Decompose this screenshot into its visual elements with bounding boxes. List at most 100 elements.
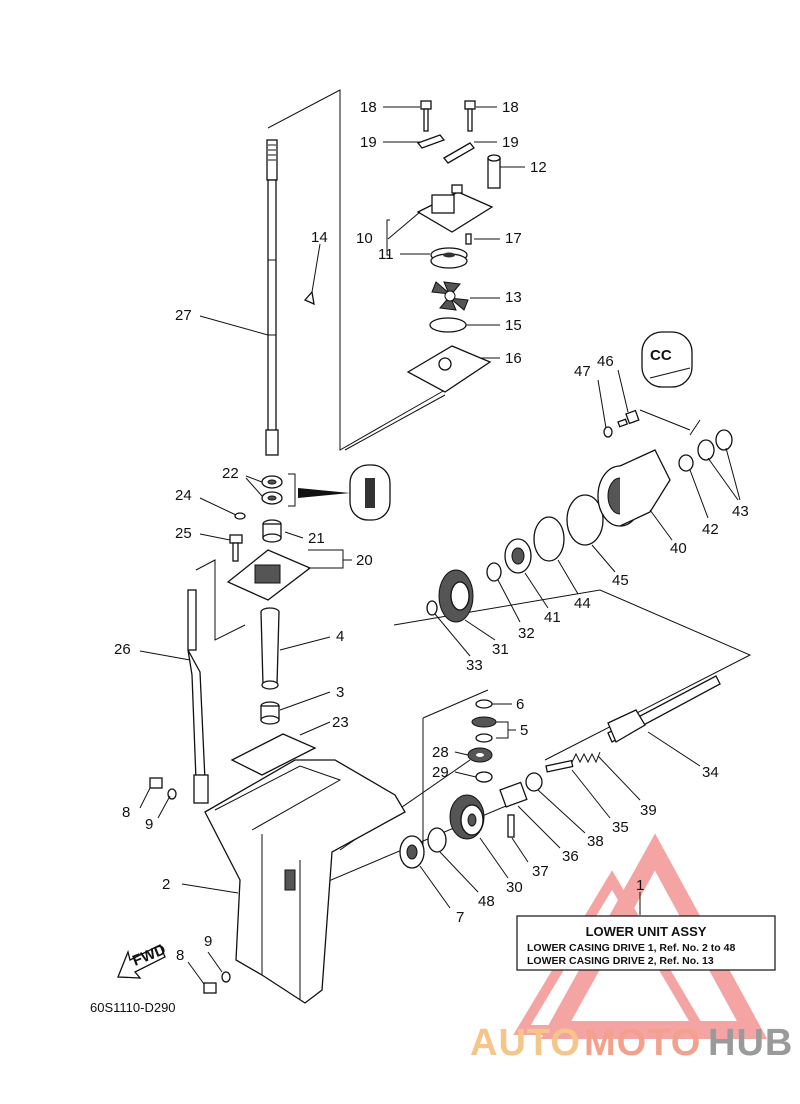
part-label-41: 41	[544, 609, 561, 626]
legend-title: LOWER UNIT ASSY	[586, 924, 707, 939]
part-label-47: 47	[574, 363, 591, 380]
part-label-43: 43	[732, 503, 749, 520]
shim-32	[486, 562, 502, 582]
part-label-20: 20	[356, 552, 373, 569]
o-ring-45	[566, 494, 604, 546]
drive-shaft	[265, 139, 279, 456]
part-label-16: 16	[505, 350, 522, 367]
part-label-8b: 8	[176, 947, 184, 964]
part-label-44: 44	[574, 595, 591, 612]
part-label-12: 12	[530, 159, 547, 176]
bolt-46	[617, 409, 640, 428]
washer-6	[475, 699, 493, 709]
part-label-19b: 19	[502, 134, 519, 151]
watermark-auto: AUTO	[470, 1022, 581, 1064]
pin-37	[507, 814, 515, 838]
shift-rod-26	[187, 589, 209, 804]
part-label-6: 6	[516, 696, 524, 713]
part-label-48: 48	[478, 893, 495, 910]
part-label-38: 38	[587, 833, 604, 850]
seal-3	[260, 701, 280, 725]
washer-48	[427, 827, 447, 853]
gasket-23	[230, 733, 317, 776]
inset-detail-22	[298, 464, 391, 521]
part-label-46: 46	[597, 353, 614, 370]
part-label-24: 24	[175, 487, 192, 504]
leader-lines	[139, 106, 741, 985]
part-label-7: 7	[456, 909, 464, 926]
washer-33	[426, 600, 438, 616]
part-label-19a: 19	[360, 134, 377, 151]
part-label-37: 37	[532, 863, 549, 880]
lower-casing-2	[204, 759, 406, 1004]
part-label-4: 4	[336, 628, 344, 645]
part-label-25: 25	[175, 525, 192, 542]
part-label-21: 21	[308, 530, 325, 547]
gear-30	[449, 794, 485, 840]
part-label-10: 10	[356, 230, 373, 247]
part-label-30: 30	[506, 879, 523, 896]
part-label-9a: 9	[145, 816, 153, 833]
pin-35	[545, 759, 574, 773]
part-label-26: 26	[114, 641, 131, 658]
water-tube-4	[260, 607, 280, 690]
part-number-labels: 18 18 19 19 12 10 11 17 14 13 15 16 27 4…	[114, 99, 749, 964]
diagram-code: 60S1110-D290	[90, 1000, 176, 1015]
part-label-17: 17	[505, 230, 522, 247]
watermark-text: AUTO MOTO HUB	[470, 1022, 792, 1064]
bearings-22	[261, 473, 296, 507]
legend-line-2: LOWER CASING DRIVE 2, Ref. No. 13	[527, 955, 714, 967]
part-label-1: 1	[636, 877, 644, 894]
bolt-8-bottom	[203, 971, 231, 994]
clutch-36	[499, 781, 528, 808]
bushing-21	[262, 519, 282, 543]
part-label-42: 42	[702, 521, 719, 538]
legend-line-1: LOWER CASING DRIVE 1, Ref. No. 2 to 48	[527, 942, 735, 954]
part-label-5: 5	[520, 722, 528, 739]
propeller-shaft-34	[607, 675, 721, 743]
assembly-legend-box: LOWER UNIT ASSY LOWER CASING DRIVE 1, Re…	[516, 915, 776, 971]
bearing-41	[504, 538, 532, 574]
part-label-14: 14	[311, 229, 328, 246]
part-label-36: 36	[562, 848, 579, 865]
part-label-8a: 8	[122, 804, 130, 821]
spring-39	[571, 751, 601, 764]
water-pump-group	[406, 100, 501, 393]
part-label-2: 2	[162, 876, 170, 893]
part-label-40: 40	[670, 540, 687, 557]
part-label-9b: 9	[204, 933, 212, 950]
part-label-45: 45	[612, 572, 629, 589]
part-label-27: 27	[175, 307, 192, 324]
part-label-32: 32	[518, 625, 535, 642]
part-label-31: 31	[492, 641, 509, 658]
part-label-34: 34	[702, 764, 719, 781]
part-label-15: 15	[505, 317, 522, 334]
seal-42	[678, 454, 694, 472]
washer-47	[603, 426, 613, 438]
propeller-housing-40	[597, 449, 671, 527]
ring-38	[525, 772, 543, 792]
part-label-22: 22	[222, 465, 239, 482]
part-label-11: 11	[378, 246, 394, 263]
watermark-moto: MOTO	[584, 1022, 701, 1064]
bolt-25	[229, 534, 243, 562]
part-label-18a: 18	[360, 99, 377, 116]
bolt-8-top	[149, 777, 177, 800]
part-label-29: 29	[432, 764, 449, 781]
gear-31	[438, 569, 474, 623]
seals-43	[697, 429, 733, 461]
nut-29	[475, 771, 493, 783]
part-label-13: 13	[505, 289, 522, 306]
pinion-28	[467, 747, 493, 763]
part-label-23: 23	[332, 714, 349, 731]
inset-detail-43	[641, 331, 693, 388]
bearing-5	[471, 716, 497, 743]
bearing-7	[399, 835, 425, 869]
fwd-arrow	[117, 944, 166, 979]
part-label-35: 35	[612, 819, 629, 836]
part-label-39: 39	[640, 802, 657, 819]
woodruff-key	[303, 290, 315, 306]
part-label-18b: 18	[502, 99, 519, 116]
